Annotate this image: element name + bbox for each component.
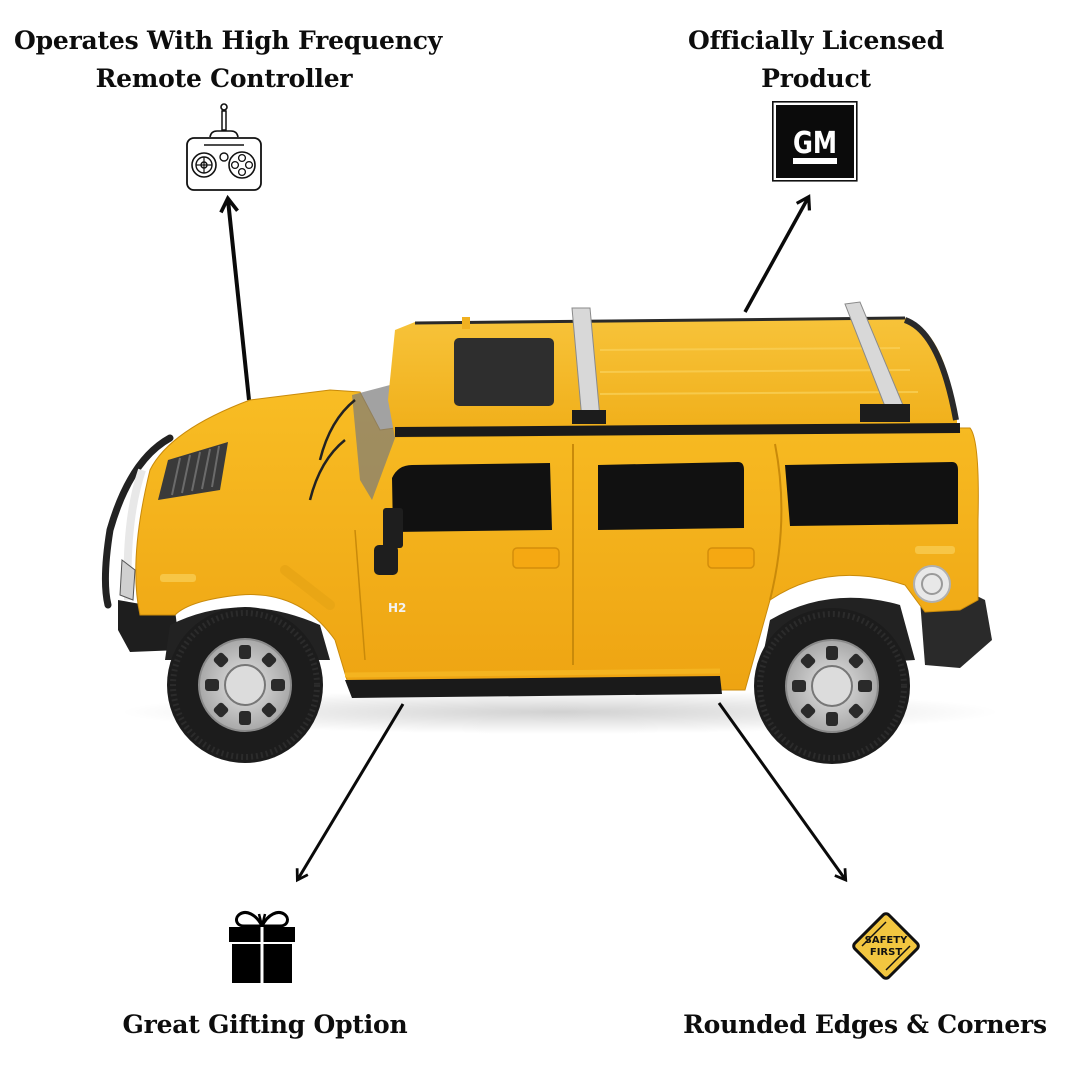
- remote-controller-icon: [184, 102, 264, 192]
- feature-label-remote-controller: Operates With High Frequency Remote Cont…: [14, 22, 443, 98]
- feature-label-line: Great Gifting Option: [122, 1010, 408, 1039]
- feature-label-licensed: Officially Licensed Product: [666, 22, 966, 98]
- arrow-to-gm-logo: [743, 194, 812, 313]
- feature-label-rounded-edges: Rounded Edges & Corners: [680, 1006, 1050, 1044]
- gift-box-icon: [226, 908, 298, 986]
- feature-label-line: Remote Controller: [95, 64, 353, 93]
- safety-first-sign-icon: SAFETY FIRST: [848, 908, 924, 984]
- gm-logo-icon: GM: [772, 101, 858, 182]
- gm-logo-text: GM: [793, 126, 837, 161]
- feature-label-line: Operates With High Frequency: [14, 26, 443, 55]
- safety-sign-line: SAFETY: [865, 935, 908, 946]
- feature-label-line: Rounded Edges & Corners: [683, 1010, 1047, 1039]
- yellow-suv-toy-image: H2: [101, 301, 1000, 764]
- h2-badge: H2: [388, 601, 406, 615]
- arrow-to-remote-icon: [219, 194, 251, 401]
- feature-label-line: Product: [761, 64, 871, 93]
- arrow-to-gift-icon: [295, 703, 405, 883]
- safety-sign-line: FIRST: [870, 947, 902, 958]
- feature-label-gifting: Great Gifting Option: [100, 1006, 430, 1044]
- feature-label-line: Officially Licensed: [688, 26, 944, 55]
- arrow-to-safety-icon: [717, 702, 848, 883]
